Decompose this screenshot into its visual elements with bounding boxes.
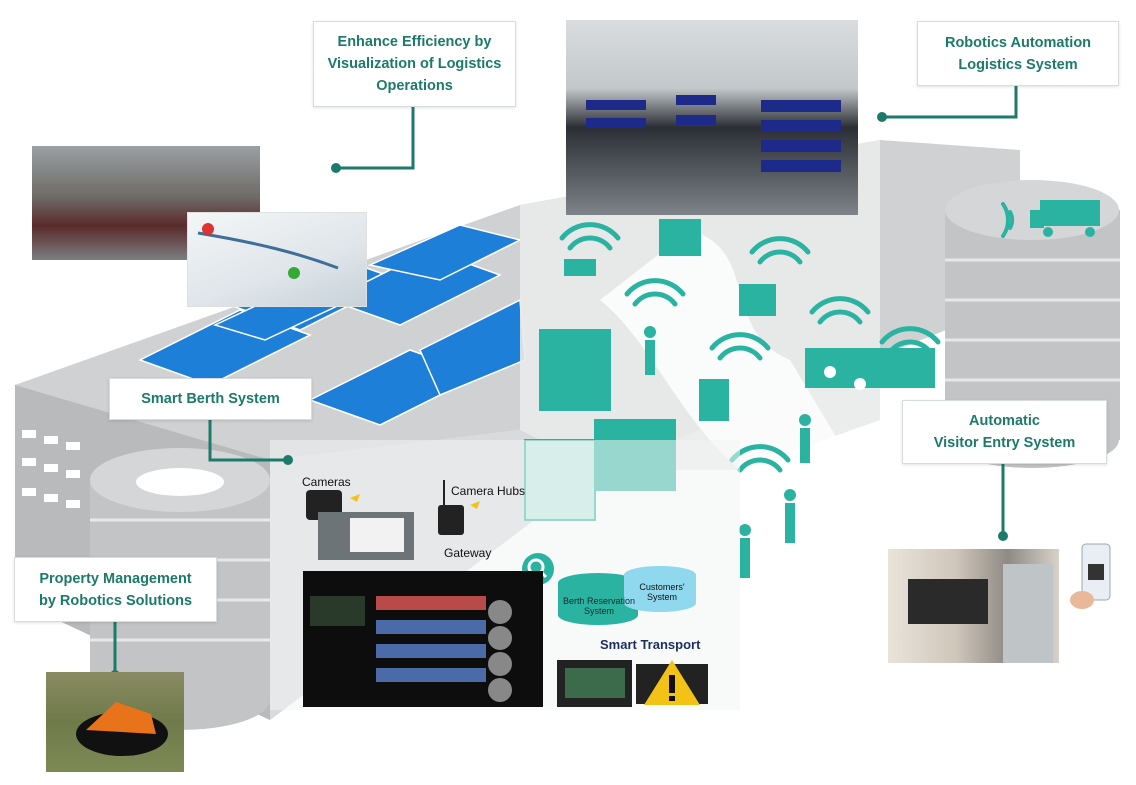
camera-hubs-label: Camera Hubs: [451, 484, 526, 498]
callout-robotics-automation: Robotics Automation Logistics System: [917, 21, 1119, 86]
operations-desk: [805, 348, 935, 390]
callout-connectors: [113, 84, 1018, 675]
callout-visualization: Enhance Efficiency by Visualization of L…: [313, 21, 516, 107]
cameras-label: Cameras: [302, 475, 351, 489]
robotic-lawn-mower-photo: [46, 672, 184, 772]
smart-transport-screens: [557, 660, 708, 707]
smartphone-qr-image: [1066, 542, 1116, 610]
berth-reservation-label: Berth Reservation System: [562, 596, 636, 616]
wireless-signal-icons: [559, 202, 1015, 473]
pipeline-monitoring-photo: [187, 212, 367, 307]
worker-figures: [644, 326, 811, 578]
callout-smart-berth: Smart Berth System: [109, 378, 312, 420]
solar-panels: [138, 224, 526, 426]
robot-warehouse-photo: [566, 20, 858, 215]
camera-hub-icon: [438, 505, 464, 535]
callout-visitor-entry: Automatic Visitor Entry System: [902, 400, 1107, 464]
smart-transport-logo: Smart Transport: [600, 637, 701, 652]
dashboard-screen: [303, 571, 543, 707]
customers-system-label: Customers' System: [639, 582, 685, 602]
truck-icon: [1030, 200, 1100, 237]
gateway-label: Gateway: [444, 546, 492, 560]
visitor-entrance-photo: [888, 549, 1059, 663]
facade-windows: [22, 430, 80, 508]
callout-property-management: Property Management by Robotics Solution…: [14, 557, 217, 622]
